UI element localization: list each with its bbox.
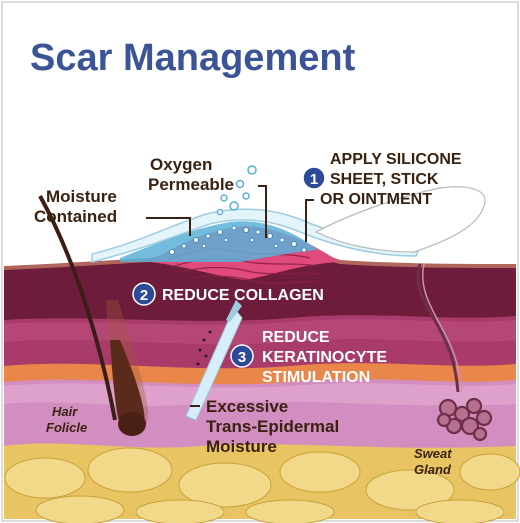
page-title: Scar Management (30, 37, 356, 79)
moisture-dots (196, 330, 212, 366)
excessive-line1: Excessive (206, 397, 288, 416)
step-1: 1 APPLY SILICONE SHEET, STICK OR OINTMEN… (302, 151, 462, 208)
step-2: 2 REDUCE COLLAGEN (132, 282, 324, 306)
sweat-gland-icon (416, 263, 493, 442)
oxygen-label-line2: Permeable (148, 175, 234, 194)
silicone-sheet-edge (314, 186, 486, 253)
moisture-channel (185, 307, 243, 421)
excessive-line3: Moisture (206, 437, 277, 456)
step-3-badge (230, 344, 254, 368)
sweat-label-line1: Sweat (414, 446, 452, 461)
hair-follicle-icon (38, 195, 149, 436)
moisture-label-line1: Moisture (46, 187, 117, 206)
step-2-number: 2 (140, 287, 148, 304)
epidermis-layer (4, 236, 516, 321)
step-1-number: 1 (310, 171, 318, 188)
step-3-line3: STIMULATION (262, 369, 370, 386)
oxygen-bubbles-icon (216, 165, 257, 216)
step-1-line3: OR OINTMENT (320, 191, 432, 208)
hair-label-line2: Folicle (46, 420, 87, 435)
oxygen-label-line1: Oxygen (150, 155, 212, 174)
step-1-line2: SHEET, STICK (330, 171, 439, 188)
step-3-line2: KERATINOCYTE (262, 349, 387, 366)
step-1-badge (302, 166, 326, 190)
step-1-line1: APPLY SILICONE (330, 151, 462, 168)
hair-label-line1: Hair (52, 404, 78, 419)
fat-cells (4, 447, 520, 523)
moisture-bubbles (169, 225, 307, 255)
step-2-badge (132, 282, 156, 306)
excessive-line2: Trans-Epidermal (206, 417, 339, 436)
leader-lines (146, 185, 314, 407)
step-2-line1: REDUCE COLLAGEN (162, 287, 324, 304)
step-3-line1: REDUCE (262, 329, 330, 346)
sweat-label-line2: Gland (414, 462, 452, 477)
step-3-number: 3 (238, 349, 246, 366)
step-3: 3 REDUCE KERATINOCYTE STIMULATION (230, 329, 387, 386)
moisture-label-line2: Contained (34, 207, 117, 226)
